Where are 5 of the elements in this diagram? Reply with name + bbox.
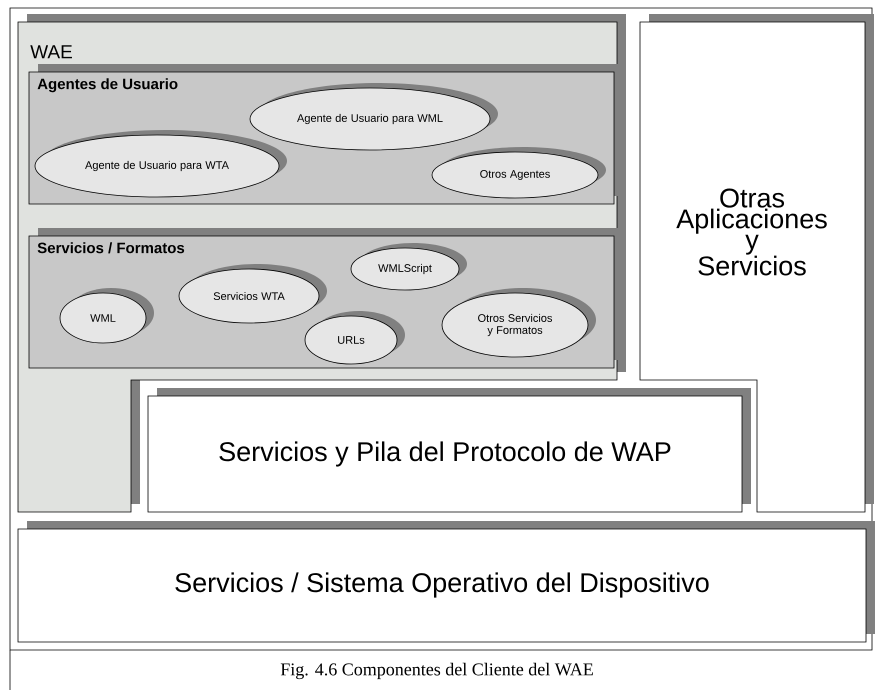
node-label: Servicios / Formatos — [38, 242, 184, 254]
node-label: Agentes de Usuario — [38, 78, 178, 92]
caption: Fig. 4.6 Componentes del Cliente del WAE — [10, 650, 593, 690]
layer-box: Servicios / Sistema Operativo del Dispositivo — [18, 521, 875, 642]
layer-box: Servicios y Pila del Protocolo de WAP — [148, 388, 751, 512]
